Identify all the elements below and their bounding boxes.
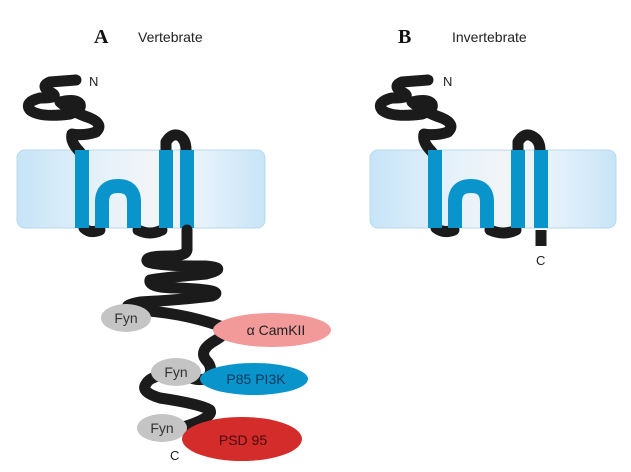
intracellular-loop-a-1 [78,222,106,238]
intracellular-loop-b-2 [484,224,522,239]
panel-b-letter: B [398,26,411,48]
extracellular-loop-b [512,129,546,158]
c-terminal-chain-a [121,224,230,434]
pore-loop-b [448,178,494,228]
partner-camkii: α CamKII [213,313,331,347]
partner-psd95: PSD 95 [182,417,302,461]
partner-label: Fyn [150,420,173,436]
partner-label: Fyn [164,364,187,380]
panel-b-title: Invertebrate [452,29,527,45]
panel-a-letter: A [94,26,109,48]
extracellular-loop-a [160,129,192,158]
partner-label: Fyn [114,310,137,326]
panel-a-title: Vertebrate [138,29,203,45]
partner-fyn-2: Fyn [151,358,201,386]
n-terminus-label-a: N [89,74,98,89]
partner-label: P85 PI3K [226,371,286,387]
pore-loop-a [95,178,141,228]
partner-p85-pi3k: P85 PI3K [200,363,308,395]
panel-a: A Vertebrate Fyn α CamKII Fyn [16,26,331,463]
c-terminus-label-b: C [536,253,545,268]
intracellular-loop-b-1 [430,222,460,238]
partner-fyn-1: Fyn [101,304,151,332]
intracellular-loop-a-2 [132,224,168,239]
panel-b: B Invertebrate N C [369,26,617,268]
partner-label: PSD 95 [219,432,267,448]
n-terminal-chain-b [374,74,457,158]
partner-fyn-3: Fyn [137,414,187,442]
n-terminal-chain-a [22,74,105,158]
c-terminus-label-a: C [170,448,179,463]
n-terminus-label-b: N [443,74,452,89]
partner-label: α CamKII [247,322,306,338]
